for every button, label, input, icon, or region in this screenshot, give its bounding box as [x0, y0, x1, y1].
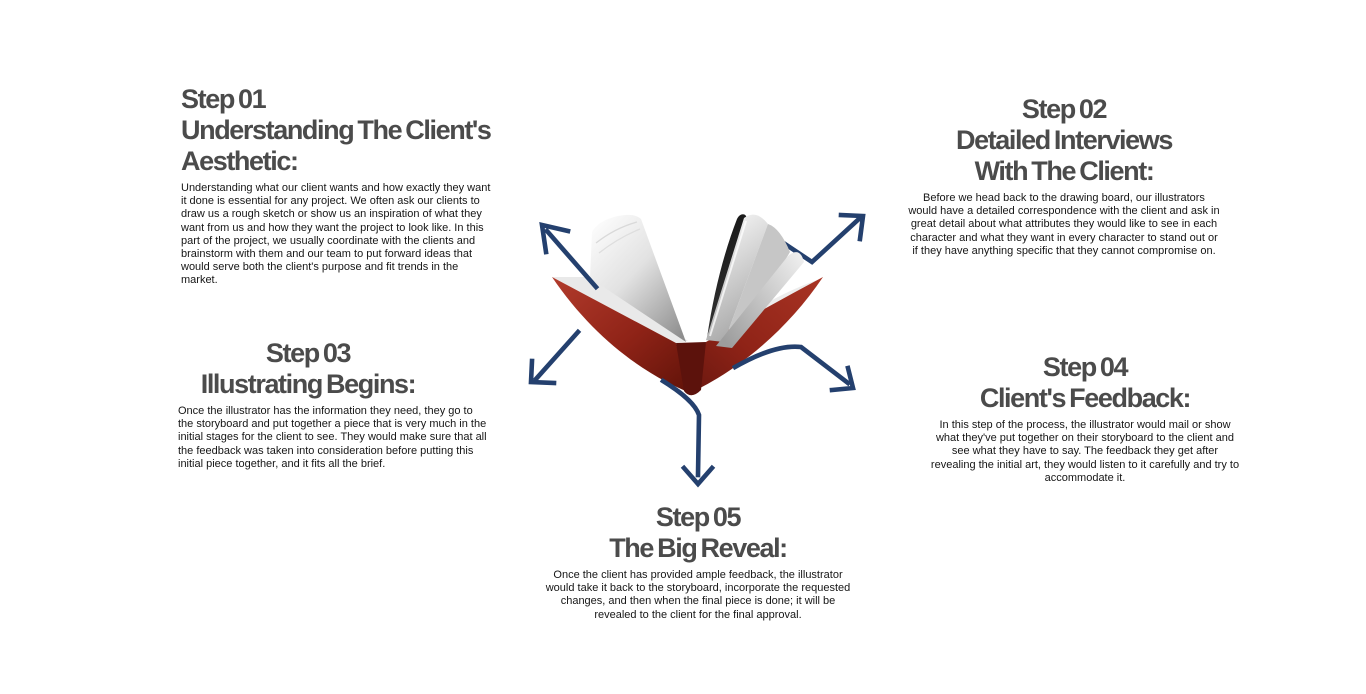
book-right-pages-fan	[716, 252, 804, 348]
book-spine	[676, 342, 706, 396]
step-04-title: Step 04 Client's Feedback:	[979, 352, 1192, 413]
book-left-pages	[590, 214, 686, 342]
book-right-cover	[692, 277, 823, 392]
arrow-to-step-04	[731, 344, 856, 393]
step-03-description: Once the illustrator has the information…	[178, 405, 487, 470]
arrow-to-step-01	[539, 222, 600, 291]
step-01-title: Step 01 Understanding The Client's Aesth…	[181, 84, 492, 176]
step-05-description: Once the client has provided ample feedb…	[545, 569, 851, 621]
step-04-description: In this step of the process, the illustr…	[930, 419, 1240, 484]
step-03-block: Step 03 Illustrating Begins: Once the il…	[178, 338, 528, 471]
book-right-page-highlight	[709, 220, 747, 337]
arrow-to-step-03	[528, 328, 582, 386]
book-left-cover	[552, 277, 688, 392]
step-02-description: Before we head back to the drawing board…	[908, 192, 1220, 257]
step-02-block: Step 02 Detailed Interviews With The Cli…	[864, 94, 1264, 258]
step-01-description: Understanding what our client wants and …	[181, 182, 491, 287]
book-right-pages-face	[724, 224, 790, 344]
step-03-title: Step 03 Illustrating Begins:	[200, 338, 417, 399]
step-05-block: Step 05 The Big Reveal: Once the client …	[523, 502, 873, 622]
arrow-to-step-05	[659, 377, 716, 488]
step-02-title: Step 02 Detailed Interviews With The Cli…	[956, 94, 1173, 186]
book-right-pages-main	[706, 214, 768, 342]
open-book-icon	[552, 214, 823, 396]
book-page-ridge-2	[598, 228, 641, 254]
book-left-page-underside	[552, 277, 688, 343]
book-page-ridge-1	[595, 221, 638, 244]
step-01-block: Step 01 Understanding The Client's Aesth…	[181, 84, 531, 288]
step-04-block: Step 04 Client's Feedback: In this step …	[885, 352, 1285, 485]
step-05-title: Step 05 The Big Reveal:	[609, 502, 788, 563]
